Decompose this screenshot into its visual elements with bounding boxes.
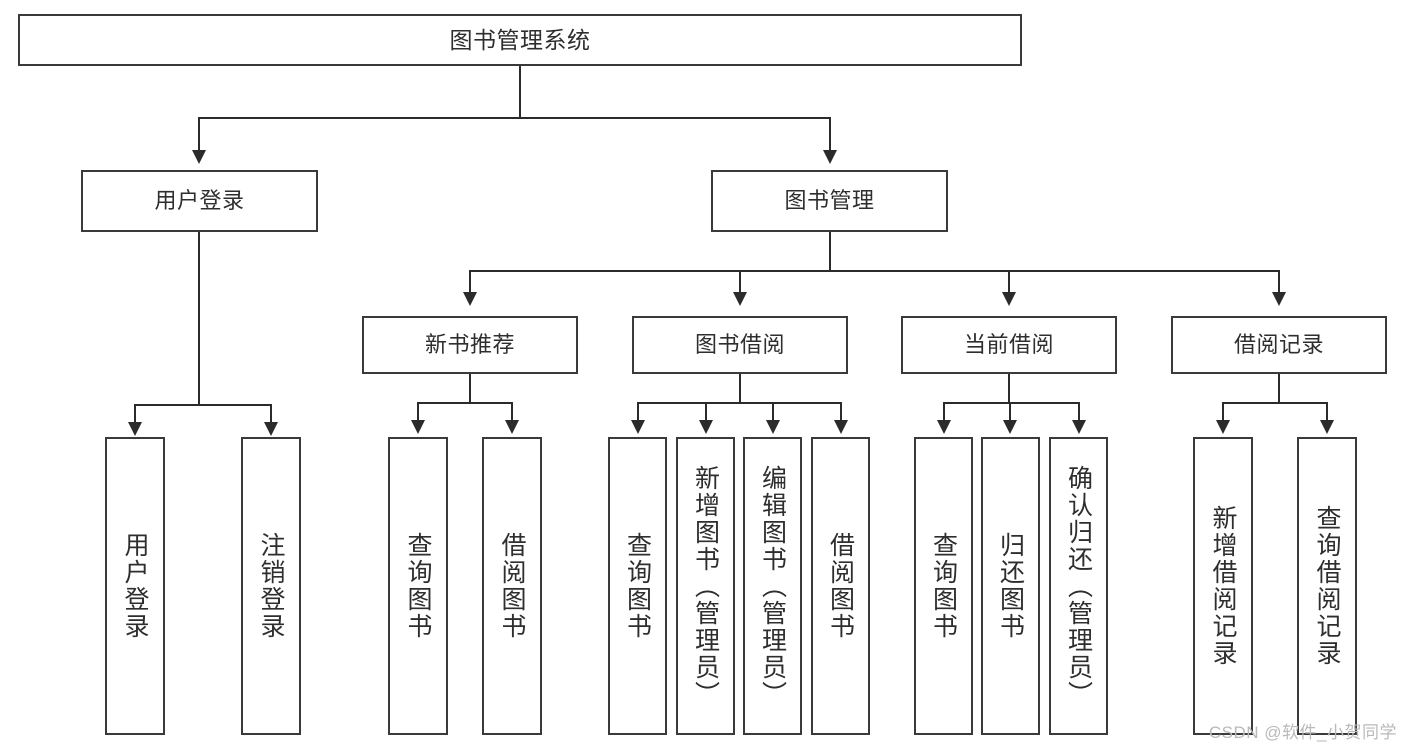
node-leaf-query-book-borrow[interactable]: 查询图书 <box>608 437 667 735</box>
connector-to-leaf-query-record <box>1326 402 1328 422</box>
node-label: 图书管理 <box>784 188 875 213</box>
arrowhead-leaf-return-book <box>1003 420 1017 434</box>
arrowhead-leaf-logout <box>264 422 278 436</box>
node-current-borrow[interactable]: 当前借阅 <box>901 316 1117 374</box>
connector-to-leaf-query-book-1 <box>417 402 419 422</box>
connector-to-leaf-query-book-2 <box>637 402 639 422</box>
arrowhead-book-manage <box>823 150 837 164</box>
arrowhead-current-borrow <box>1002 292 1016 306</box>
node-leaf-query-book-new-rec[interactable]: 查询图书 <box>388 437 448 735</box>
node-leaf-add-book-admin[interactable]: 新增图书（管理员） <box>676 437 735 735</box>
node-label: 用户登录 <box>121 532 149 640</box>
connector-to-leaf-query-book-3 <box>943 402 945 422</box>
node-leaf-return-book[interactable]: 归还图书 <box>981 437 1040 735</box>
arrowhead-leaf-add-record <box>1216 420 1230 434</box>
connector-to-leaf-edit-book <box>772 402 774 422</box>
arrowhead-leaf-borrow-book-2 <box>834 420 848 434</box>
connector-root-to-book-manage <box>829 117 831 152</box>
node-label: 用户登录 <box>154 188 245 213</box>
connector-to-new-book-rec <box>469 270 471 294</box>
node-label: 借阅记录 <box>1233 332 1324 357</box>
arrowhead-book-borrow <box>733 292 747 306</box>
node-label: 查询图书 <box>929 532 958 640</box>
connector-user-login-stem <box>198 232 200 406</box>
connector-to-leaf-borrow-book-1 <box>511 402 513 422</box>
node-leaf-borrow-book-borrow[interactable]: 借阅图书 <box>811 437 870 735</box>
connector-new-book-rec-stem <box>469 374 471 404</box>
node-label: 新增图书（管理员） <box>691 464 720 708</box>
connector-borrow-record-bus <box>1222 402 1327 404</box>
node-label: 借阅图书 <box>498 532 526 640</box>
arrowhead-leaf-query-book-3 <box>937 420 951 434</box>
arrowhead-leaf-user-login <box>128 422 142 436</box>
node-label: 图书管理系统 <box>449 26 591 53</box>
node-label: 查询借阅记录 <box>1313 505 1341 667</box>
connector-root-to-user-login <box>198 117 200 152</box>
node-label: 新书推荐 <box>424 332 515 357</box>
node-label: 编辑图书（管理员） <box>758 464 787 708</box>
connector-to-book-borrow <box>739 270 741 294</box>
connector-to-leaf-confirm-return <box>1078 402 1080 422</box>
connector-book-borrow-stem <box>739 374 741 404</box>
node-label: 确认归还（管理员） <box>1064 464 1093 708</box>
node-leaf-user-login[interactable]: 用户登录 <box>105 437 165 735</box>
node-label: 注销登录 <box>257 532 285 640</box>
connector-to-leaf-add-record <box>1222 402 1224 422</box>
arrowhead-user-login <box>192 150 206 164</box>
node-label: 新增借阅记录 <box>1209 505 1237 667</box>
node-label: 图书借阅 <box>694 332 785 357</box>
node-label: 借阅图书 <box>826 532 855 640</box>
connector-root-bus <box>198 117 831 119</box>
node-leaf-edit-book-admin[interactable]: 编辑图书（管理员） <box>743 437 802 735</box>
node-leaf-confirm-return-admin[interactable]: 确认归还（管理员） <box>1049 437 1108 735</box>
connector-to-leaf-return-book <box>1009 402 1011 422</box>
node-leaf-logout[interactable]: 注销登录 <box>241 437 301 735</box>
node-borrow-record[interactable]: 借阅记录 <box>1171 316 1387 374</box>
arrowhead-leaf-add-book <box>699 420 713 434</box>
arrowhead-leaf-query-record <box>1320 420 1334 434</box>
node-leaf-add-borrow-record[interactable]: 新增借阅记录 <box>1193 437 1253 735</box>
connector-to-leaf-user-login <box>134 404 136 424</box>
node-root-system[interactable]: 图书管理系统 <box>18 14 1022 66</box>
connector-root-stem <box>519 66 521 117</box>
connector-to-current-borrow <box>1008 270 1010 294</box>
node-leaf-query-borrow-record[interactable]: 查询借阅记录 <box>1297 437 1357 735</box>
node-user-login[interactable]: 用户登录 <box>81 170 318 232</box>
connector-current-borrow-bus <box>943 402 1079 404</box>
connector-to-leaf-add-book <box>705 402 707 422</box>
connector-borrow-record-stem <box>1278 374 1280 404</box>
node-book-manage[interactable]: 图书管理 <box>711 170 948 232</box>
arrowhead-borrow-record <box>1272 292 1286 306</box>
arrowhead-leaf-confirm-return <box>1072 420 1086 434</box>
node-label: 查询图书 <box>404 532 432 640</box>
arrowhead-new-book-rec <box>463 292 477 306</box>
connector-book-manage-bus <box>469 270 1280 272</box>
connector-to-leaf-borrow-book-2 <box>840 402 842 422</box>
connector-current-borrow-stem <box>1008 374 1010 404</box>
connector-new-book-rec-bus <box>417 402 512 404</box>
arrowhead-leaf-query-book-1 <box>411 420 425 434</box>
connector-book-borrow-bus <box>637 402 841 404</box>
arrowhead-leaf-edit-book <box>766 420 780 434</box>
node-label: 归还图书 <box>996 532 1025 640</box>
connector-book-manage-stem <box>829 232 831 272</box>
node-label: 当前借阅 <box>963 332 1054 357</box>
node-leaf-borrow-book-new-rec[interactable]: 借阅图书 <box>482 437 542 735</box>
node-label: 查询图书 <box>623 532 652 640</box>
node-new-book-rec[interactable]: 新书推荐 <box>362 316 578 374</box>
node-book-borrow[interactable]: 图书借阅 <box>632 316 848 374</box>
arrowhead-leaf-borrow-book-1 <box>505 420 519 434</box>
arrowhead-leaf-query-book-2 <box>631 420 645 434</box>
connector-user-login-bus <box>134 404 271 406</box>
connector-to-leaf-logout <box>270 404 272 424</box>
connector-to-borrow-record <box>1278 270 1280 294</box>
node-leaf-query-book-current[interactable]: 查询图书 <box>914 437 973 735</box>
